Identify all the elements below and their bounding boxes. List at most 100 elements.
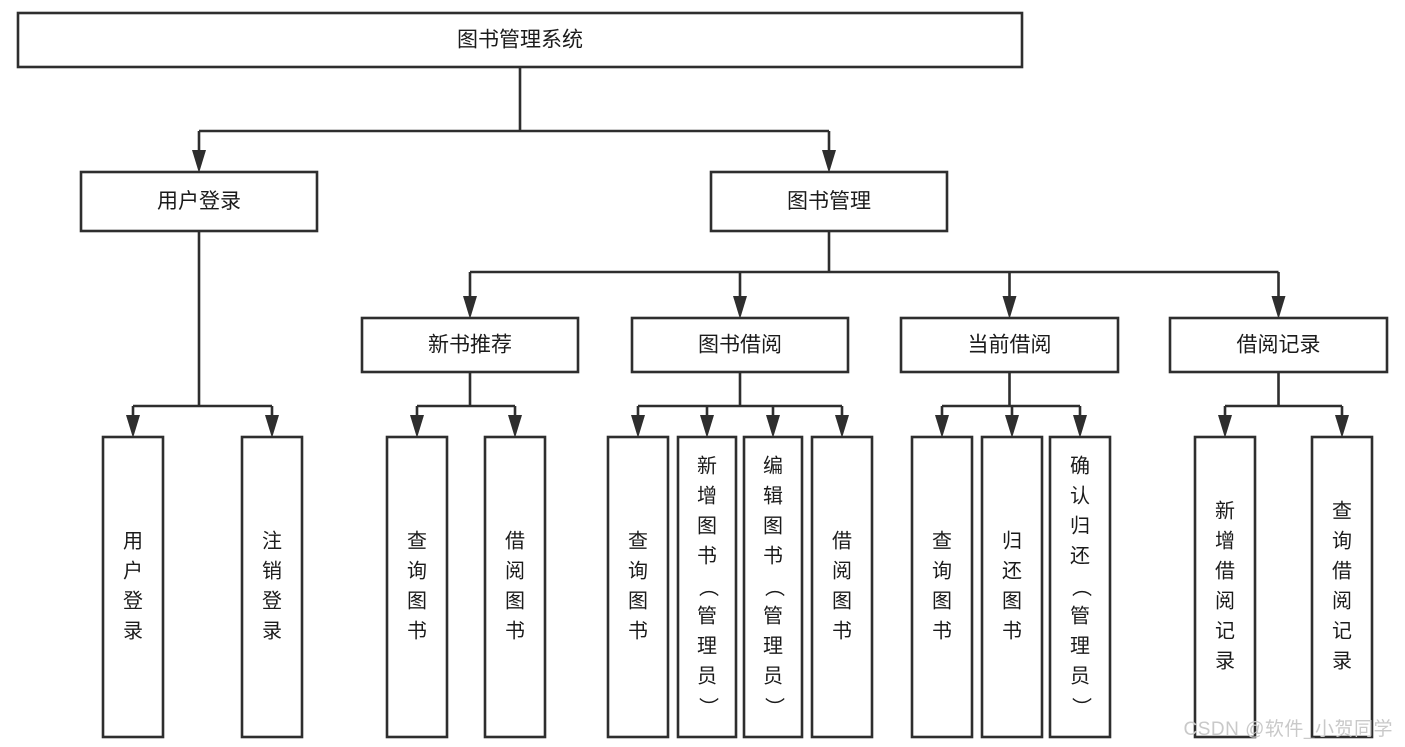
node-label: 新书推荐: [428, 334, 512, 357]
node-label: 借阅记录: [1237, 334, 1321, 357]
node-box: [1310, 435, 1374, 739]
node-label-char: 借: [1215, 559, 1235, 582]
node-box: [1193, 435, 1257, 739]
node-label-char: 询: [1332, 529, 1352, 552]
node-label-char: 注: [262, 529, 282, 552]
node-root[interactable]: 图书管理系统: [16, 11, 1024, 69]
edge-arrowhead: [1005, 415, 1019, 438]
node-label-char: 录: [262, 620, 282, 642]
node-box: [79, 170, 319, 233]
node-label-char: 员: [697, 665, 717, 687]
node-label-char: 询: [628, 559, 648, 582]
edge-arrowhead: [766, 415, 780, 438]
node-label-char: ）: [763, 697, 786, 717]
node-label-char: 图: [697, 515, 717, 537]
node-label-char: 书: [697, 544, 717, 567]
edge-arrowhead: [1002, 296, 1017, 319]
node-label-char: 登: [262, 589, 282, 612]
node-book-borrow[interactable]: 图书借阅: [630, 316, 850, 374]
edge-arrowhead: [733, 296, 747, 319]
edge-arrowhead: [126, 415, 140, 438]
node-label-char: 用: [123, 530, 143, 552]
watermark-text: CSDN @软件_小贺同学: [1183, 719, 1393, 740]
node-label-char: 书: [932, 619, 952, 642]
node-label-char: 书: [505, 619, 525, 642]
node-label-char: 询: [407, 559, 427, 582]
edge-arrowhead: [1218, 415, 1232, 438]
node-new-book-rec[interactable]: 新书推荐: [360, 316, 580, 374]
node-box: [606, 435, 670, 739]
node-user-login[interactable]: 用户登录: [79, 170, 319, 233]
node-label-char: （: [697, 577, 720, 597]
node-box: [483, 435, 547, 739]
node-box: [899, 316, 1120, 374]
node-label-char: 借: [1332, 559, 1352, 582]
node-label-char: 图: [505, 590, 525, 612]
edge-group-book-manage: [463, 231, 1286, 319]
edge-arrowhead: [700, 415, 714, 438]
edge-arrowhead: [935, 415, 949, 438]
node-label-char: 书: [832, 619, 852, 642]
edge-arrowhead: [463, 296, 477, 319]
node-label-char: 书: [763, 544, 783, 567]
node-label-char: 图: [628, 590, 648, 612]
node-label-char: 新: [1215, 499, 1235, 522]
node-label-char: （: [1070, 577, 1093, 597]
node-label-char: 管: [697, 604, 717, 627]
node-label-char: 认: [1070, 484, 1090, 507]
node-box: [16, 11, 1024, 69]
node-label-char: 记: [1215, 619, 1235, 642]
node-label-char: 查: [932, 529, 952, 552]
node-label-char: 记: [1332, 619, 1352, 642]
node-box: [1168, 316, 1389, 374]
node-label-char: 新: [697, 454, 717, 477]
node-current-borrow[interactable]: 当前借阅: [899, 316, 1120, 374]
node-label-char: 理: [763, 635, 783, 657]
node-label-char: 查: [628, 529, 648, 552]
node-book-manage[interactable]: 图书管理: [709, 170, 949, 233]
node-label-char: 录: [1332, 650, 1352, 672]
node-box: [1048, 435, 1112, 739]
node-label-char: 理: [697, 635, 717, 657]
node-label-char: 书: [628, 619, 648, 642]
node-box: [385, 435, 449, 739]
node-label-char: 查: [1332, 499, 1352, 522]
node-box: [742, 435, 804, 739]
node-box: [709, 170, 949, 233]
node-label-char: 理: [1070, 635, 1090, 657]
node-label-char: 员: [763, 665, 783, 687]
edge-group-user-login: [126, 231, 279, 438]
node-label-char: 图: [832, 590, 852, 612]
node-label-char: 编: [763, 454, 783, 477]
edges-layer: [126, 67, 1349, 438]
edge-arrowhead: [265, 415, 279, 438]
node-label-char: 书: [407, 619, 427, 642]
node-box: [360, 316, 580, 374]
node-label-char: 辑: [763, 484, 783, 507]
node-label-char: 图: [1002, 590, 1022, 612]
node-label-char: 借: [832, 529, 852, 552]
node-label-char: 阅: [505, 559, 525, 582]
node-leaf-user-login[interactable]: 用户登录: [101, 435, 165, 739]
node-label-char: 归: [1002, 529, 1022, 552]
edge-arrowhead: [631, 415, 645, 438]
edge-arrowhead: [822, 150, 836, 173]
edge-arrowhead: [410, 415, 424, 438]
node-borrow-record[interactable]: 借阅记录: [1168, 316, 1389, 374]
node-label-char: 还: [1070, 544, 1090, 567]
node-label-char: 图: [407, 590, 427, 612]
node-label: 当前借阅: [968, 334, 1052, 357]
